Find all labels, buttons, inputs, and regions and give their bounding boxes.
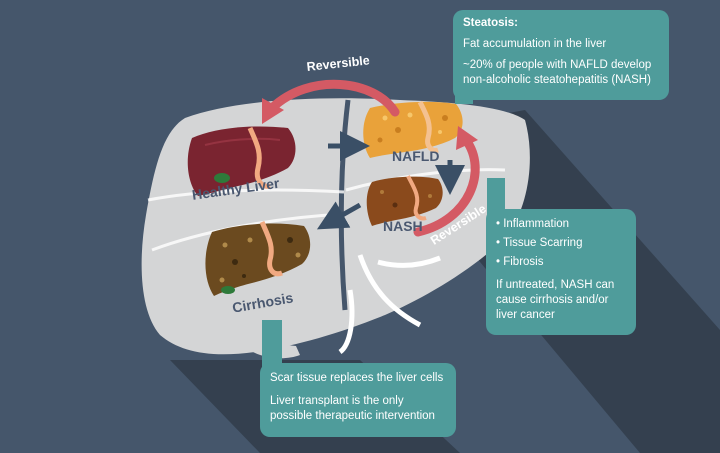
segment-line-right xyxy=(345,168,506,192)
nash-label: NASH xyxy=(383,218,423,234)
nash-info-box: • Inflammation • Tissue Scarring • Fibro… xyxy=(486,209,636,335)
cirrhosis-info-box: Scar tissue replaces the liver cells Liv… xyxy=(260,363,456,437)
arrow-nash-to-cirrhosis xyxy=(316,201,362,230)
steatosis-nash-stat: ~20% of people with NAFLD develop non-al… xyxy=(463,59,652,86)
healthy-liver-illustration xyxy=(187,126,296,196)
cirrhosis-transplant-text: Liver transplant is the only possible th… xyxy=(270,395,435,422)
nafld-label: NAFLD xyxy=(392,148,440,164)
reversible-arrow-right-head xyxy=(456,126,478,150)
nash-bullet-inflammation: • Inflammation xyxy=(496,218,570,230)
steatosis-title: Steatosis: xyxy=(463,17,518,29)
vessel-2 xyxy=(377,255,441,268)
reversible-arrow-top xyxy=(267,79,400,117)
vessel-3 xyxy=(338,289,355,355)
reversible-arrow-top-head xyxy=(262,98,284,124)
steatosis-info-box: Steatosis: Fat accumulation in the liver… xyxy=(453,10,669,100)
cirrhosis-scar-text: Scar tissue replaces the liver cells xyxy=(270,372,444,384)
nash-bullet-scarring: • Tissue Scarring xyxy=(496,237,583,249)
nash-bullet-fibrosis: • Fibrosis xyxy=(496,256,544,268)
reversible-arrow-right xyxy=(413,135,480,237)
steatosis-description: Fat accumulation in the liver xyxy=(463,38,607,50)
segment-line-vertical xyxy=(338,99,351,311)
vessel-1 xyxy=(357,254,422,328)
nafld-liver-illustration xyxy=(363,100,463,158)
nash-stem xyxy=(487,178,505,218)
cirrhosis-liver-illustration xyxy=(205,221,311,296)
nash-liver-illustration xyxy=(366,175,443,226)
cirrhosis-stem xyxy=(262,320,282,370)
segment-line-left xyxy=(147,188,345,202)
nash-untreated-note: If untreated, NASH can cause cirrhosis a… xyxy=(496,279,615,321)
